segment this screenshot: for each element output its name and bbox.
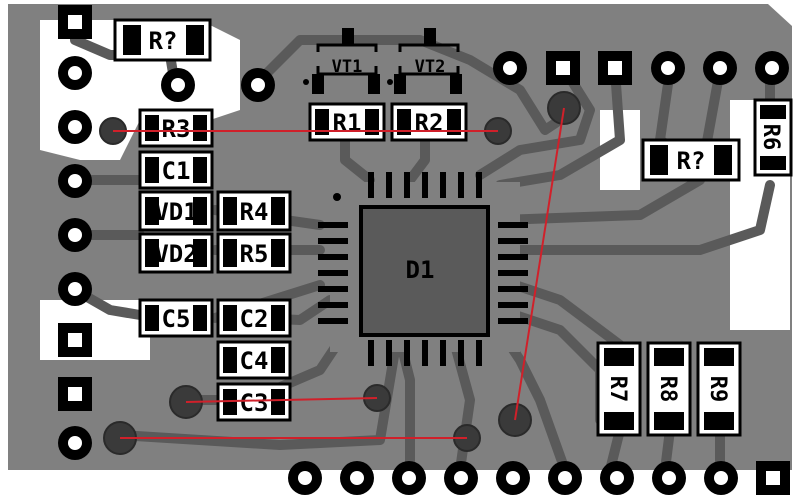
top-right-header xyxy=(493,51,789,85)
label-c2: C2 xyxy=(240,305,269,333)
ic-d1-pins-right xyxy=(498,222,528,324)
ic-d1-pins-top xyxy=(368,172,482,198)
label-r2: R2 xyxy=(415,109,444,137)
ic-d1-pins-bottom xyxy=(368,340,482,366)
transistor-vt1: VT1 xyxy=(303,28,380,94)
label-vd1: VD1 xyxy=(154,198,197,226)
silkscreen-labels: R? R3 C1 VD1 R4 VD2 R5 C5 C2 C4 C3 R1 R2… xyxy=(149,27,783,417)
ratsnest-pin-via xyxy=(514,107,565,421)
transistor-vt2: VT2 xyxy=(387,28,462,94)
label-vd2: VD2 xyxy=(154,240,197,268)
label-r9: R9 xyxy=(705,376,730,403)
label-vt2: VT2 xyxy=(415,57,446,77)
bottom-header xyxy=(288,461,790,495)
label-c3: C3 xyxy=(240,389,269,417)
label-r-unknown-top: R? xyxy=(149,27,178,55)
ratsnest-lines xyxy=(113,107,565,439)
ic-d1-pins-left xyxy=(318,222,348,324)
label-c5: C5 xyxy=(162,305,191,333)
ratsnest-c3 xyxy=(185,397,378,403)
label-r3: R3 xyxy=(162,115,191,143)
label-c1: C1 xyxy=(162,157,191,185)
label-r-unknown-right: R? xyxy=(677,147,706,175)
smd-pads xyxy=(123,25,786,430)
label-d1: D1 xyxy=(406,256,435,284)
ic-d1-body xyxy=(359,205,490,337)
label-r7: R7 xyxy=(605,376,630,403)
ic-d1: D1 xyxy=(318,172,528,366)
through-hole-pads xyxy=(161,68,275,102)
label-r1: R1 xyxy=(333,109,362,137)
label-r5: R5 xyxy=(240,240,269,268)
label-r6: R6 xyxy=(758,124,783,151)
label-r4: R4 xyxy=(240,198,269,226)
ic-d1-pin1-dot xyxy=(333,193,341,201)
label-c4: C4 xyxy=(240,347,269,375)
label-vt1: VT1 xyxy=(332,57,363,77)
left-header xyxy=(58,5,92,460)
label-r8: R8 xyxy=(655,376,680,403)
